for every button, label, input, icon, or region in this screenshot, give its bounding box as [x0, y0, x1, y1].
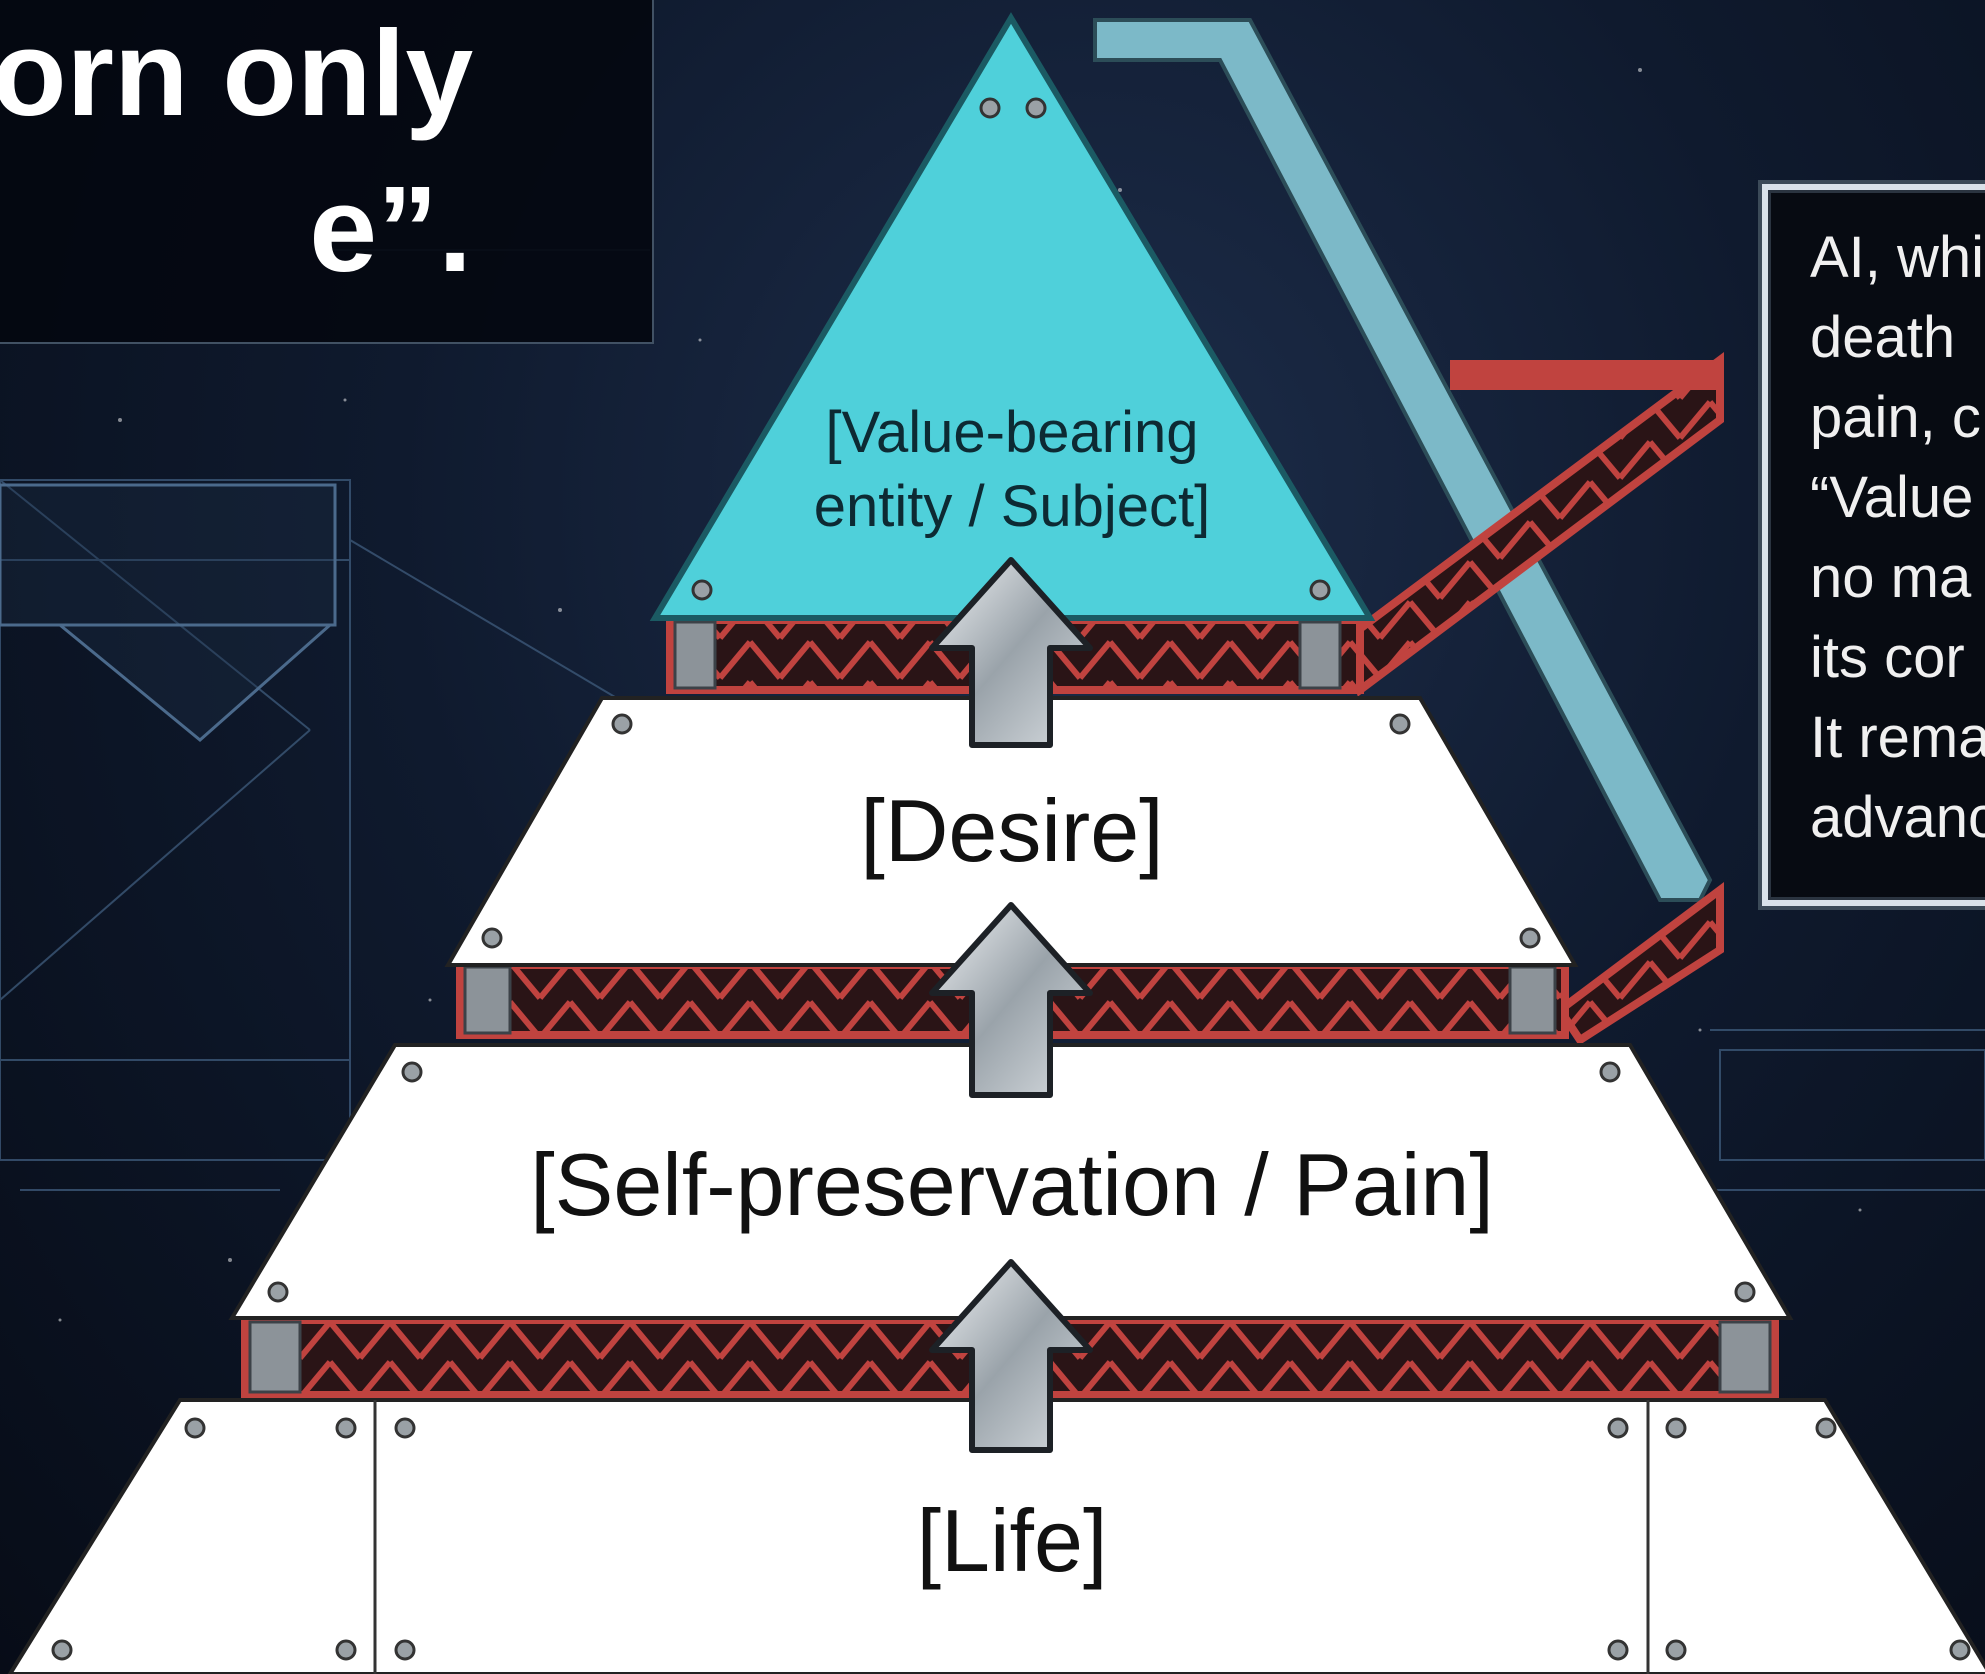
truss-plates — [248, 620, 1772, 1394]
up-arrow-icon — [929, 557, 1093, 748]
title-panel: orn only e”. — [0, 0, 654, 344]
life-label: [Life] — [916, 1491, 1108, 1590]
side-line: death — [1810, 305, 1956, 370]
side-line: its cor — [1810, 625, 1965, 690]
frame-bar — [1093, 18, 1713, 902]
apex-label: [Value-bearing entity / Subject] — [712, 396, 1312, 544]
up-arrow-icon — [929, 902, 1093, 1098]
side-line: no ma — [1810, 545, 1972, 610]
tier-self-preservation — [228, 1043, 1794, 1320]
tier-life — [7, 1398, 1985, 1674]
desire-label: [Desire] — [860, 781, 1164, 880]
side-panel-text: AI, whi death pain, c “Value no ma its c… — [1810, 218, 1985, 858]
apex-label-line-2: entity / Subject] — [813, 474, 1211, 539]
side-line: It rema — [1810, 705, 1985, 770]
rivets — [51, 97, 1971, 1661]
side-line: “Value — [1810, 465, 1974, 530]
apex-label-line-1: [Value-bearing — [825, 400, 1199, 465]
up-arrow-icon — [929, 1259, 1093, 1453]
side-panel-frame — [1762, 184, 1985, 906]
self-preservation-label: [Self-preservation / Pain] — [530, 1135, 1494, 1234]
diagonal-truss-lower — [1554, 882, 1724, 1046]
title-line-2: e”. — [309, 161, 472, 297]
side-line: advanc — [1810, 785, 1985, 850]
side-line: pain, c — [1810, 385, 1981, 450]
title-line-1: orn only — [0, 5, 474, 141]
side-line: AI, whi — [1810, 225, 1985, 290]
tier-desire — [444, 696, 1579, 967]
